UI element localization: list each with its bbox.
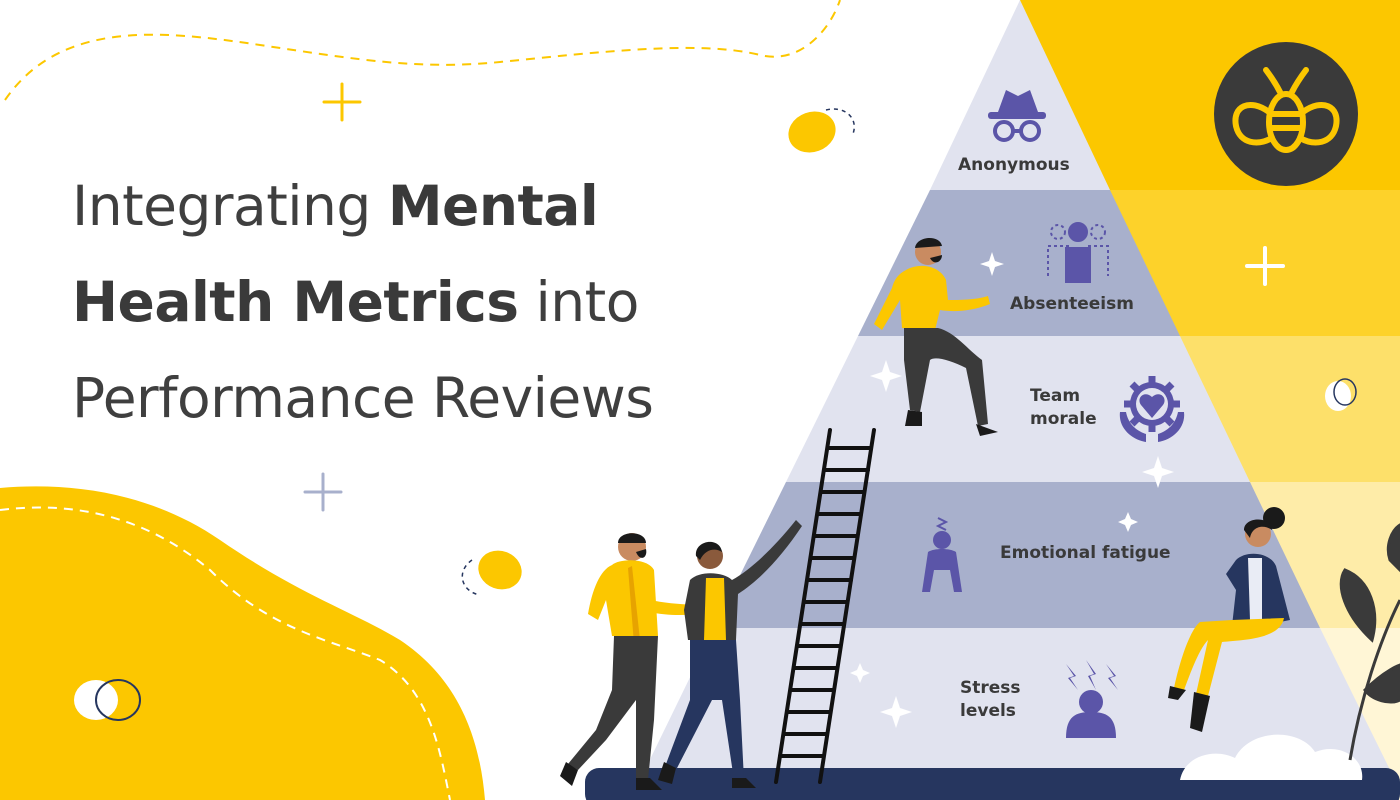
pointing-woman-figure [658, 520, 802, 788]
ladder-shape [774, 428, 876, 784]
tier-label-text: Absenteeism [1010, 294, 1134, 314]
title-line: Performance Reviews [72, 350, 654, 446]
fatigued-person-icon [922, 517, 962, 592]
title-text-bold: Health Metrics [72, 270, 519, 334]
yellow-blob-shape [0, 486, 485, 800]
title-text: into [518, 270, 640, 334]
gear-heart-hands-icon [1119, 376, 1185, 442]
plus-icon [322, 82, 362, 122]
pyramid-tier-emotional-fatigue [714, 482, 1320, 628]
tier-label-text: Team [1030, 386, 1081, 406]
plus-icon [1245, 246, 1285, 286]
tier-label-stress-levels: Stress levels [960, 677, 1021, 723]
title-text: Performance Reviews [72, 366, 654, 430]
cloud-shape [1180, 734, 1363, 780]
egg-decoration-shape [74, 108, 1357, 721]
title-text-bold: Mental [387, 174, 599, 238]
tier-label-text: levels [960, 701, 1016, 721]
bee-logo-icon [1214, 42, 1358, 186]
sparkle-icon [850, 252, 1174, 728]
tier-label-emotional-fatigue: Emotional fatigue [1000, 542, 1171, 565]
plus-icon [303, 472, 343, 512]
dashed-wave-shape [4, 0, 841, 101]
stressed-person-icon [1066, 660, 1118, 738]
tier-label-team-morale: Team morale [1030, 385, 1097, 431]
title-line: Health Metrics into [72, 254, 653, 350]
plant-shape [1339, 523, 1400, 761]
team-absent-icon [1047, 222, 1109, 283]
tier-label-text: morale [1030, 409, 1097, 429]
tier-label-text: Emotional fatigue [1000, 543, 1171, 563]
tier-label-text: Stress [960, 678, 1021, 698]
spy-icon [988, 90, 1046, 142]
sitting-man-figure [874, 237, 998, 436]
page-title: Integrating Mental Health Metrics into P… [72, 158, 654, 446]
tier-label-text: Anonymous [958, 155, 1070, 175]
sitting-woman-figure [1168, 507, 1290, 732]
pyramid-tier-team-morale [786, 336, 1250, 482]
tier-label-absenteeism: Absenteeism [1010, 293, 1134, 316]
title-line: Integrating Mental [72, 158, 653, 254]
title-text: Integrating [72, 174, 388, 238]
tier-label-anonymous: Anonymous [958, 154, 1070, 177]
